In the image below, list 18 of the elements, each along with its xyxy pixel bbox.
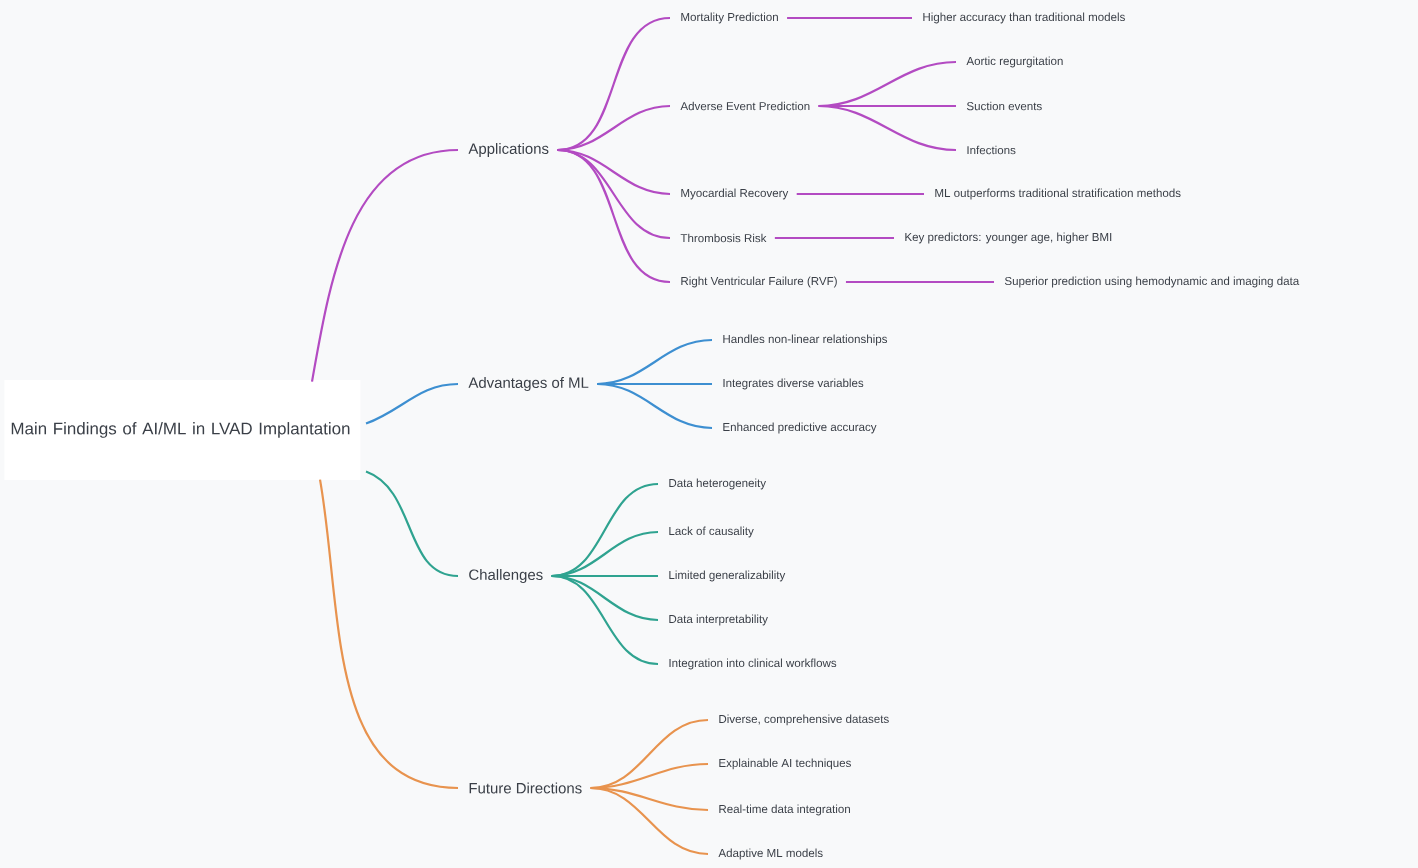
connector-line — [590, 718, 709, 790]
connector-line — [796, 192, 924, 196]
connector-line — [365, 382, 459, 425]
connector-line — [787, 16, 912, 20]
connector-line — [318, 479, 459, 790]
connector-line — [845, 280, 994, 284]
connector-line — [557, 16, 671, 152]
connector-line — [818, 104, 957, 152]
connector-line — [365, 470, 459, 578]
connector-line — [551, 574, 659, 666]
connector-line — [557, 148, 671, 240]
root-box: Main Findings of AI/ML in LVAD Implantation — [4, 380, 361, 480]
connector-line — [551, 482, 659, 578]
connector-line — [590, 786, 709, 856]
connector-line — [774, 236, 894, 240]
connector-line — [310, 148, 459, 382]
connector-line — [597, 382, 713, 430]
connector-line — [557, 148, 671, 284]
